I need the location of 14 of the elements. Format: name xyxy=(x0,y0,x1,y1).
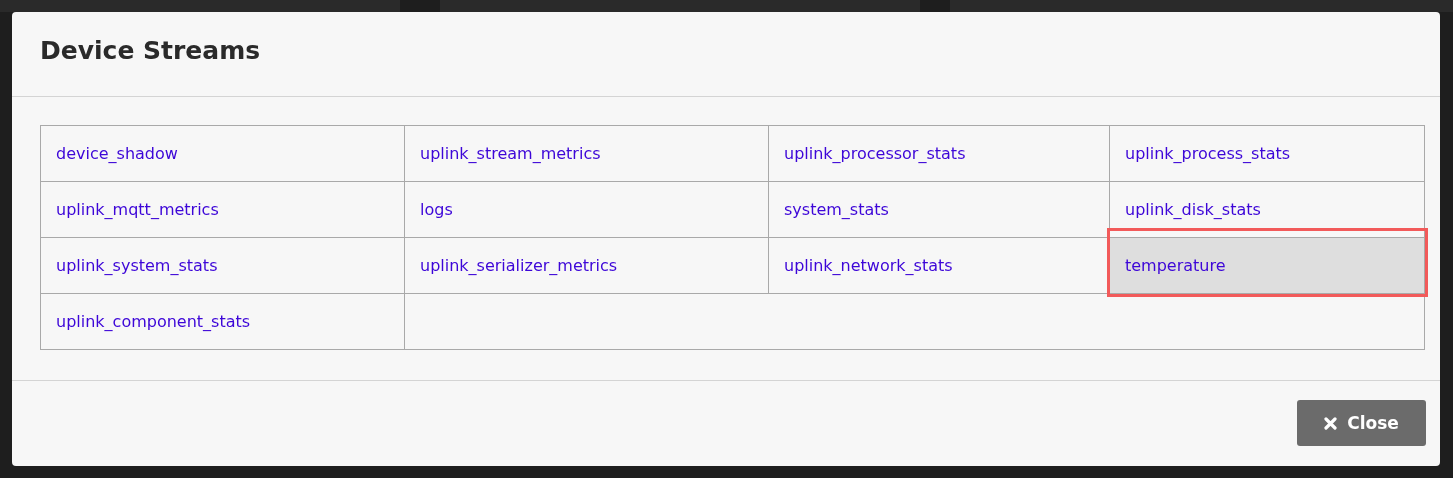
stream-link: uplink_disk_stats xyxy=(1109,181,1425,238)
stream-link: uplink_processor_stats xyxy=(768,125,1110,182)
stream-link: uplink_system_stats xyxy=(40,237,405,294)
stream-link: uplink_component_stats xyxy=(40,293,405,350)
stream-link: system_stats xyxy=(768,181,1110,238)
stream-link: device_shadow xyxy=(40,125,405,182)
stream-link: uplink_mqtt_metrics xyxy=(40,181,405,238)
stream-link: uplink_serializer_metrics xyxy=(404,237,769,294)
stream-link: uplink_stream_metrics xyxy=(404,125,769,182)
dialog-title: Device Streams xyxy=(40,36,261,65)
stream-link: logs xyxy=(404,181,769,238)
stream-link: temperature xyxy=(1109,237,1425,294)
stream-link: uplink_process_stats xyxy=(1109,125,1425,182)
close-button: Close xyxy=(1297,400,1426,446)
